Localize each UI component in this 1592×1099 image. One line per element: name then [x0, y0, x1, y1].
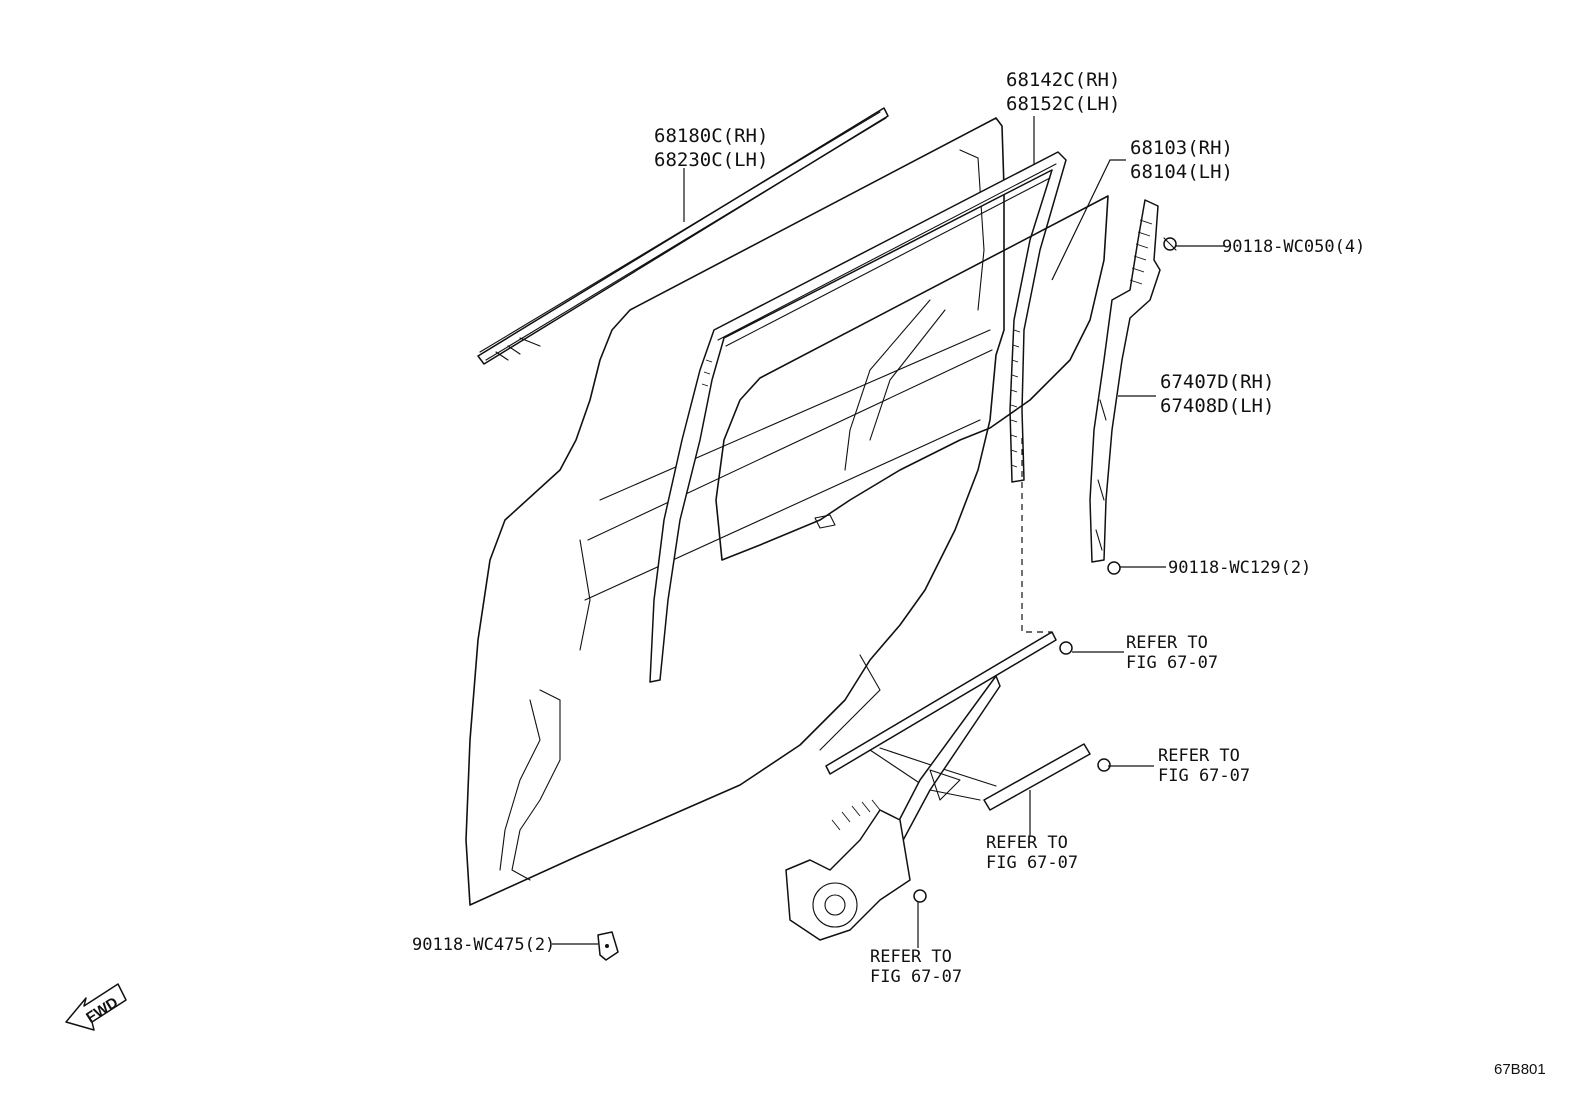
label-glass: 68103(RH) 68104(LH) — [1130, 137, 1233, 183]
belt-molding-part — [477, 107, 889, 365]
refer-note-2: REFER TO FIG 67-07 — [1158, 746, 1250, 786]
refer-note-3-line2: FIG 67-07 — [986, 853, 1078, 873]
label-bolt-upper: 90118-WC050(4) — [1222, 237, 1365, 257]
label-bolt-lower: 90118-WC129(2) — [1168, 558, 1311, 578]
fwd-arrow-icon: FWD — [65, 983, 127, 1031]
label-belt-molding-lh: 68230C(LH) — [654, 149, 768, 171]
diagram-code: 67B801 — [1494, 1061, 1546, 1078]
leader-lines — [552, 116, 1224, 948]
refer-note-3-line1: REFER TO — [986, 833, 1068, 853]
door-panel — [465, 117, 1005, 906]
label-belt-molding-rh: 68180C(RH) — [654, 125, 768, 147]
label-run-channel-lh: 68152C(LH) — [1006, 93, 1120, 115]
refer-note-1-line1: REFER TO — [1126, 633, 1208, 653]
label-hole-plug: 90118-WC475(2) — [412, 935, 555, 955]
label-division-bar: 67407D(RH) 67408D(LH) — [1160, 371, 1274, 417]
label-run-channel-rh: 68142C(RH) — [1006, 69, 1120, 91]
refer-note-4-line2: FIG 67-07 — [870, 967, 962, 987]
division-bar-part — [1089, 199, 1161, 563]
label-glass-rh: 68103(RH) — [1130, 137, 1233, 159]
hole-plug-icon — [597, 931, 619, 961]
run-channel-part — [649, 151, 1067, 683]
window-regulator-part — [785, 631, 1111, 941]
refer-note-2-line1: REFER TO — [1158, 746, 1240, 766]
label-belt-molding: 68180C(RH) 68230C(LH) — [654, 125, 768, 171]
refer-note-1: REFER TO FIG 67-07 — [1126, 633, 1218, 673]
refer-note-2-line2: FIG 67-07 — [1158, 766, 1250, 786]
refer-note-4: REFER TO FIG 67-07 — [870, 947, 962, 987]
label-glass-lh: 68104(LH) — [1130, 161, 1233, 183]
door-glass-part — [715, 195, 1109, 561]
refer-note-4-line1: REFER TO — [870, 947, 952, 967]
bolt-upper-icon — [1163, 237, 1177, 251]
label-division-bar-lh: 67408D(LH) — [1160, 395, 1274, 417]
bolt-lower-icon — [1107, 561, 1121, 575]
refer-note-1-line2: FIG 67-07 — [1126, 653, 1218, 673]
label-division-bar-rh: 67407D(RH) — [1160, 371, 1274, 393]
label-run-channel: 68142C(RH) 68152C(LH) — [1006, 69, 1120, 115]
refer-note-3: REFER TO FIG 67-07 — [986, 833, 1078, 873]
